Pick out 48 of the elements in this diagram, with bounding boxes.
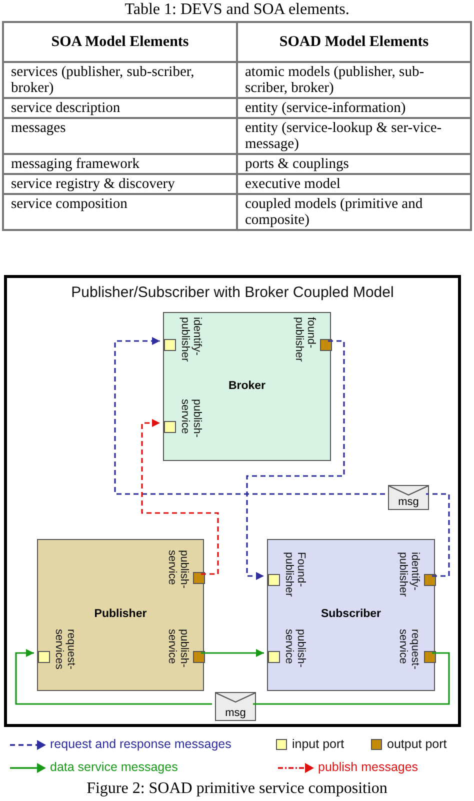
- table-title: Table 1: DEVS and SOA elements.: [124, 1, 350, 19]
- message-label: msg: [397, 496, 420, 508]
- table-cell: service composition: [3, 194, 237, 230]
- connector-arrow: [201, 649, 264, 657]
- model-name: Subscriber: [320, 608, 382, 620]
- legend-label: output port: [387, 737, 447, 751]
- message-envelope: [215, 692, 256, 721]
- connector-arrow: [246, 340, 345, 580]
- atomic-model-box: [267, 539, 435, 691]
- port-label: found-publisher: [293, 317, 317, 364]
- table-cell: messaging framework: [3, 154, 237, 174]
- table-cell: service registry & discovery: [3, 174, 237, 194]
- port-label: publish-service: [283, 629, 307, 670]
- atomic-model-box: [37, 539, 204, 691]
- atomic-model-box: [163, 312, 331, 461]
- connector-arrow: [141, 419, 219, 575]
- model-frame: [4, 275, 461, 727]
- table-cell: executive model: [237, 174, 471, 194]
- table-cell: entity (service-information): [237, 98, 471, 118]
- legend-label: publish messages: [318, 760, 418, 774]
- legend-label: request and response messages: [50, 737, 232, 751]
- port-label: identify-publisher: [179, 317, 203, 364]
- table-cell: entity (service-lookup & ser-vice-message): [237, 118, 471, 154]
- table-cell: coupled models (primitive and composite): [237, 194, 471, 230]
- port-label: publish-service: [166, 629, 190, 670]
- port-label: identify-publisher: [397, 552, 421, 599]
- message-envelope: [388, 485, 429, 510]
- table-cell: service description: [3, 98, 237, 118]
- table-cell: services (publisher, sub-scriber, broker): [3, 62, 237, 98]
- port-label: publish-service: [166, 550, 190, 591]
- table-cell: ports & couplings: [237, 154, 471, 174]
- port-label: Found-publisher: [283, 552, 307, 599]
- port-label: publish-service: [179, 399, 203, 440]
- header-cell: SOA Model Elements: [3, 22, 237, 62]
- legend-label: data service messages: [50, 760, 178, 774]
- model-name: Broker: [227, 380, 267, 392]
- table-cell: atomic models (publisher, sub-scriber, broker): [237, 62, 471, 98]
- legend-label: input port: [292, 737, 344, 751]
- port-label: request-services: [53, 629, 77, 672]
- message-label: msg: [224, 707, 247, 719]
- connector-arrow: [15, 649, 212, 705]
- frame-heading: Publisher/Subscriber with Broker Coupled Model: [70, 284, 395, 301]
- figure-caption: Figure 2: SOAD primitive service composition: [86, 780, 388, 798]
- port-label: request-service: [397, 629, 421, 672]
- header-cell: SOAD Model Elements: [237, 22, 471, 62]
- model-name: Publisher: [93, 608, 148, 620]
- table-cell: messages: [3, 118, 237, 154]
- connector-arrow: [114, 337, 385, 495]
